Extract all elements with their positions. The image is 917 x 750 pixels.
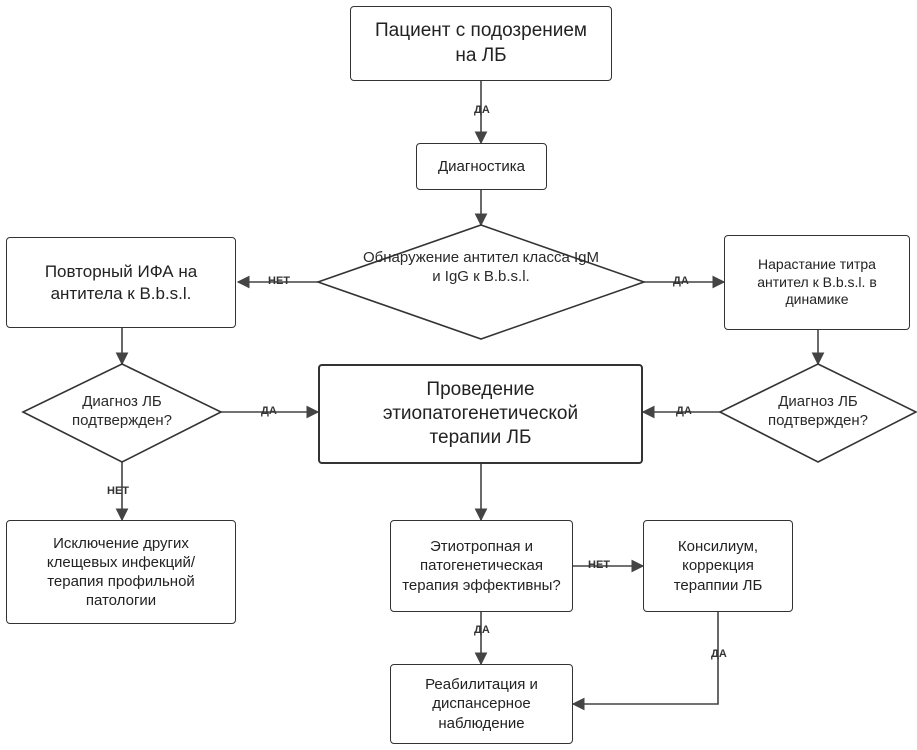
- effective-text: Этиотропная и патогенетическая терапия э…: [402, 538, 561, 594]
- label-no-detection: НЕТ: [268, 275, 290, 287]
- repeat-ifa-box: Повторный ИФА на антитела к B.b.s.l.: [6, 237, 236, 328]
- diagnostics-box: Диагностика: [416, 143, 547, 190]
- label-yes-detection: ДА: [673, 275, 689, 287]
- effective-box: Этиотропная и патогенетическая терапия э…: [390, 520, 573, 612]
- diagnosis-left-text: Диагноз ЛБ подтвержден?: [72, 393, 172, 430]
- diagnosis-left-diamond: [21, 363, 223, 463]
- rehab-text: Реабилитация и диспансерное наблюдение: [425, 676, 538, 732]
- council-box: Консилиум, коррекция тераппии ЛБ: [643, 520, 793, 612]
- connector-council-rehab: [571, 612, 719, 711]
- therapy-box: Проведение этиопатогенетической терапии …: [318, 364, 643, 464]
- label-yes-right: ДА: [676, 405, 692, 417]
- council-text: Консилиум, коррекция тераппии ЛБ: [673, 538, 763, 594]
- diagnosis-right-diamond: [718, 363, 917, 463]
- titer-rise-text: Нарастание титра антител к B.b.s.l. в ди…: [757, 255, 877, 308]
- detection-text: Обнаружение антител класса IgM и IgG к B…: [363, 249, 599, 286]
- label-no-left: НЕТ: [107, 485, 129, 497]
- exclusion-box: Исключение других клещевых инфекций/тера…: [6, 520, 236, 624]
- label-yes-council: ДА: [711, 648, 727, 660]
- label-yes-effective: ДА: [474, 624, 490, 636]
- label-yes-left: ДА: [261, 405, 277, 417]
- patient-box: Пациент с подозрением на ЛБ: [350, 6, 612, 81]
- rehab-box: Реабилитация и диспансерное наблюдение: [390, 664, 573, 744]
- patient-text: Пациент с подозрением на ЛБ: [375, 20, 587, 66]
- repeat-ifa-text: Повторный ИФА на антитела к B.b.s.l.: [44, 261, 198, 303]
- therapy-text: Проведение этиопатогенетической терапии …: [382, 378, 579, 449]
- exclusion-text: Исключение других клещевых инфекций/тера…: [46, 534, 196, 610]
- label-no-effective: НЕТ: [588, 559, 610, 571]
- titer-rise-box: Нарастание титра антител к B.b.s.l. в ди…: [724, 235, 910, 330]
- detection-diamond: [315, 224, 647, 340]
- label-yes-patient: ДА: [474, 104, 490, 116]
- diagnosis-right-text: Диагноз ЛБ подтвержден?: [768, 393, 868, 430]
- diagnostics-text: Диагностика: [438, 157, 525, 175]
